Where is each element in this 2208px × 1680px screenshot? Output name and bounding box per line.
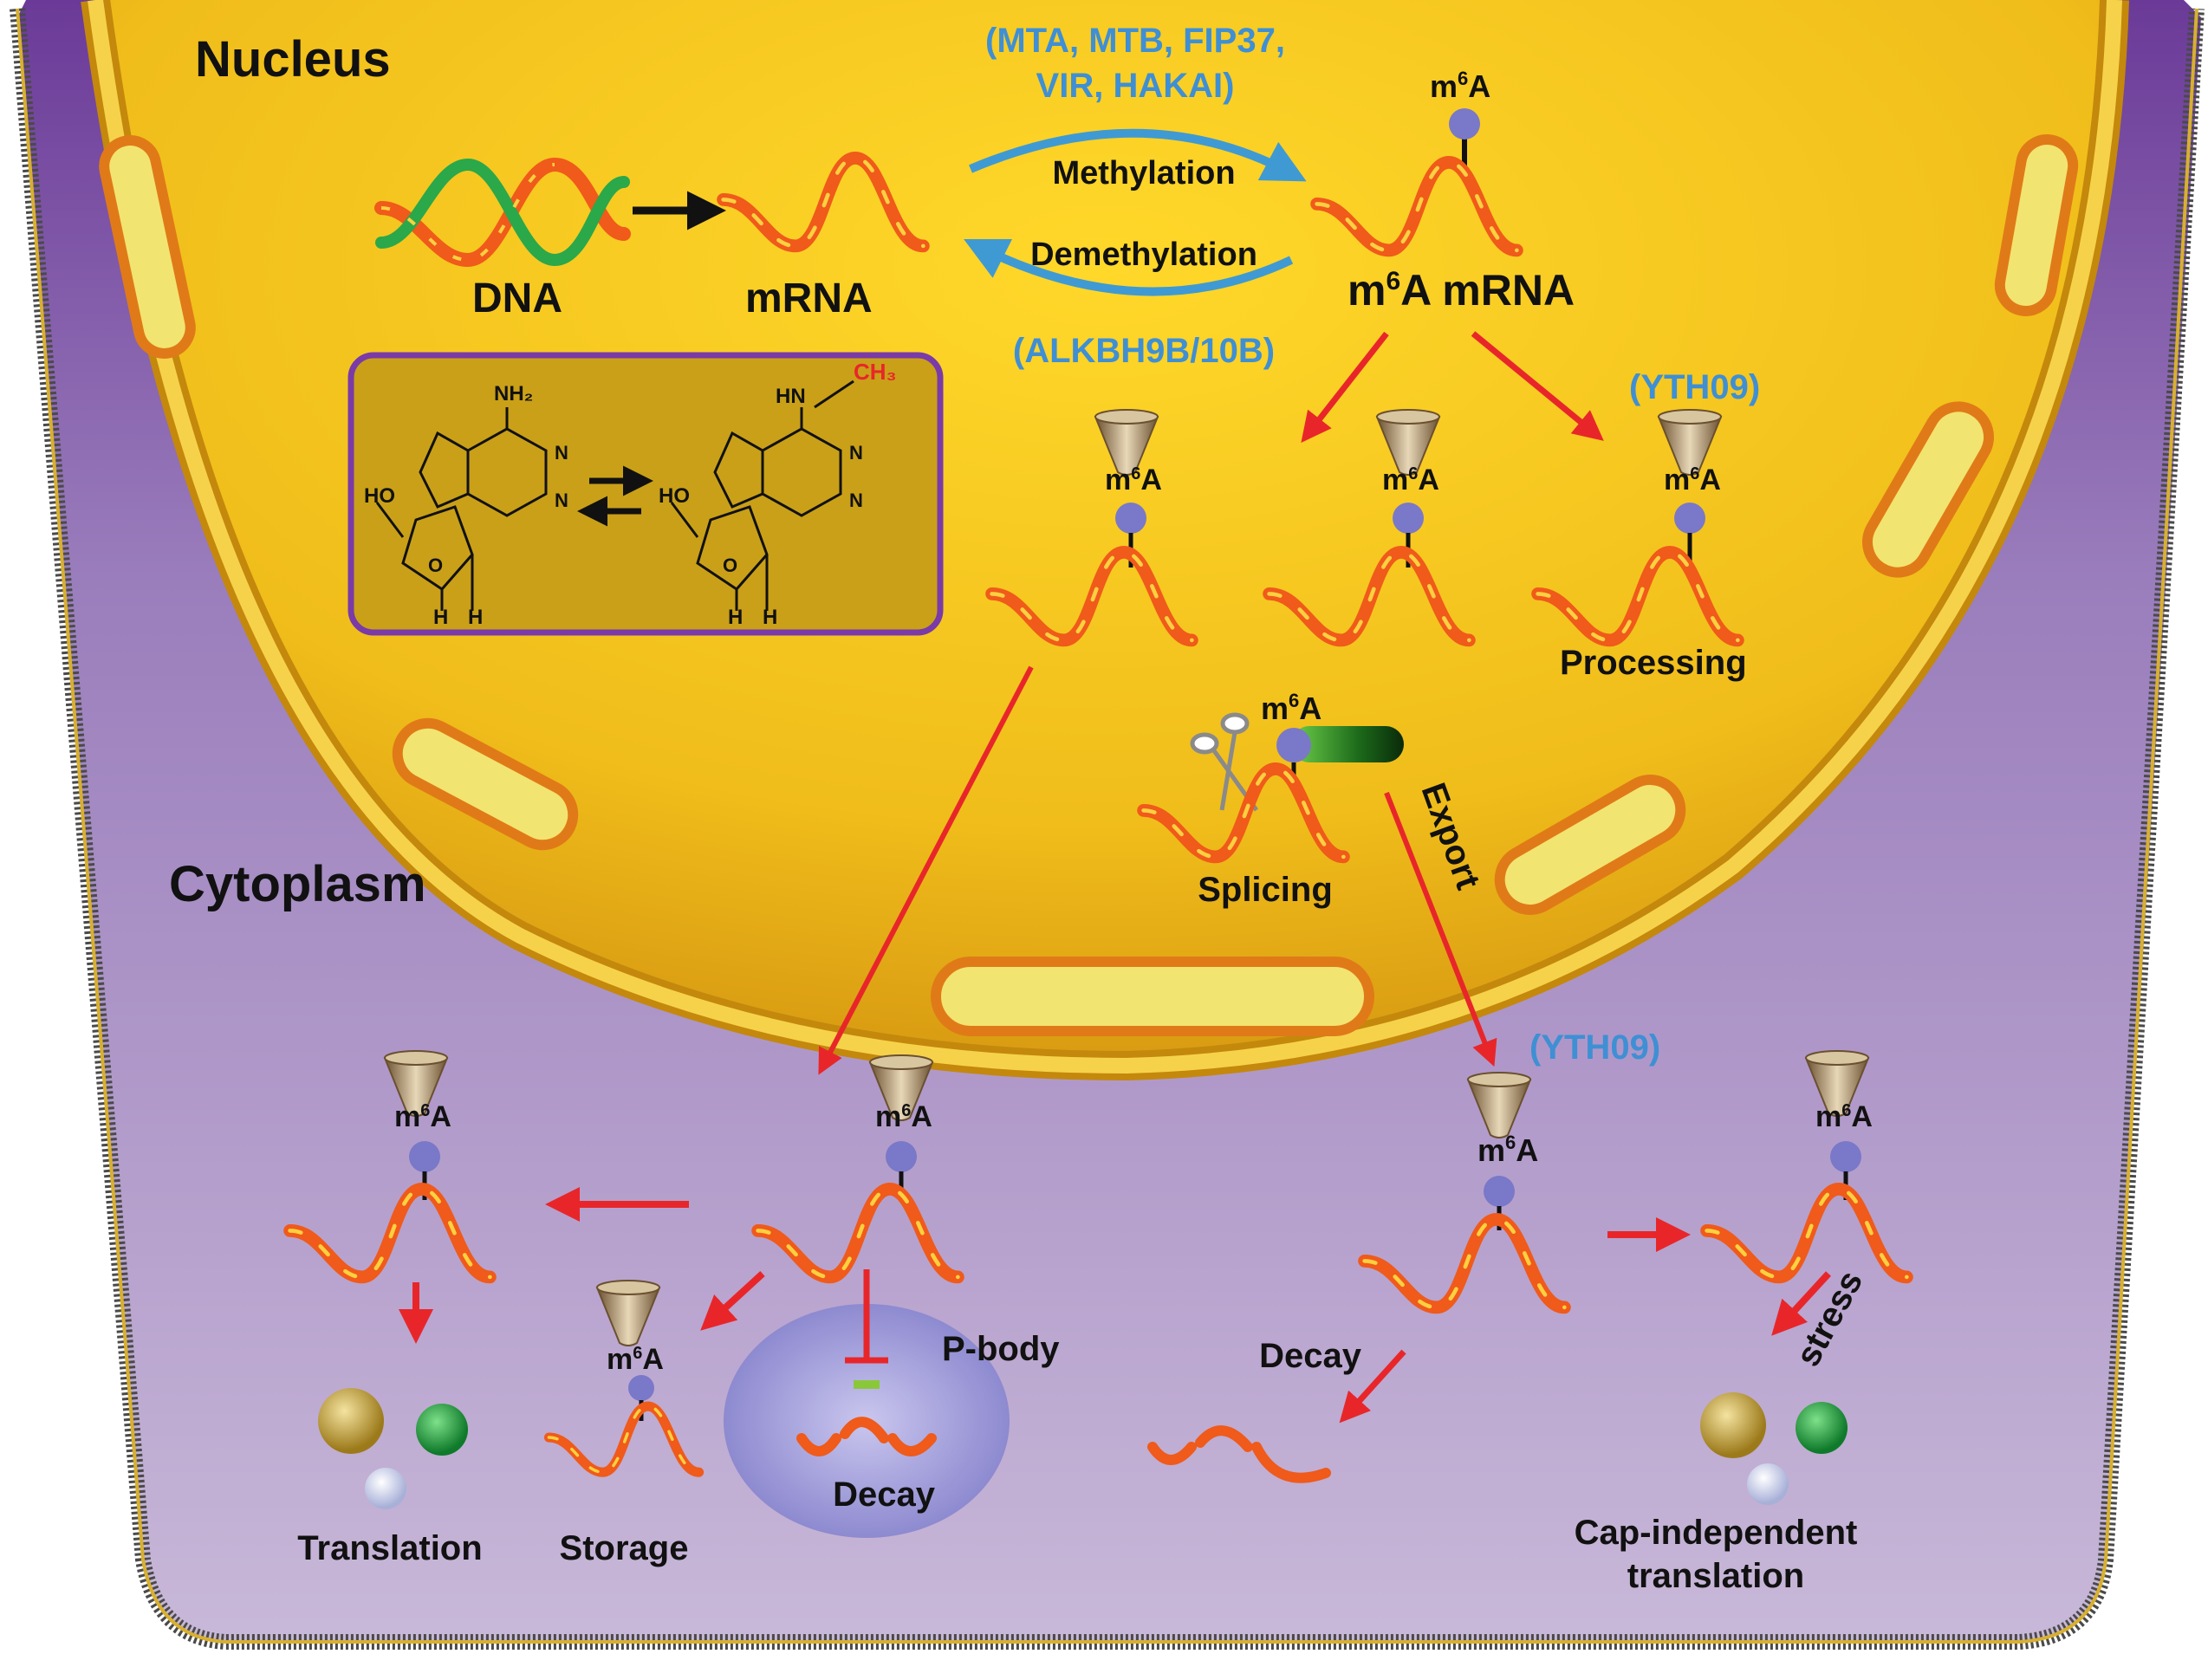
cyto-right-complex-1: m6A <box>1365 1072 1565 1307</box>
nucleus-label: Nucleus <box>195 31 391 88</box>
m6a-mrna-label: m6A mRNA <box>1348 266 1575 315</box>
pbody-decay-label: Decay <box>833 1476 936 1514</box>
svg-text:m6A: m6A <box>1477 1132 1538 1168</box>
chemistry-box: NH₂ HN CH₃ HO HO H H H H O O N N N N <box>347 352 944 636</box>
cyto-right-complex-2: m6A <box>1707 1050 1907 1277</box>
decay-label: Decay <box>1259 1337 1362 1375</box>
svg-text:m6A: m6A <box>1815 1100 1873 1133</box>
splicing-complex: m6A <box>1144 690 1404 857</box>
svg-text:m6A: m6A <box>1430 68 1490 104</box>
m6a-dot-icon <box>1115 503 1146 534</box>
demethylation-label: Demethylation <box>1030 237 1257 273</box>
cap-independent-label-2: translation <box>1627 1557 1804 1595</box>
svg-text:m6A: m6A <box>394 1100 451 1133</box>
splicing-label: Splicing <box>1198 871 1333 909</box>
svg-text:HN: HN <box>776 385 806 408</box>
writers-line1: (MTA, MTB, FIP37, <box>985 22 1285 60</box>
pbody-label: P-body <box>942 1330 1060 1368</box>
arrow-to-storage <box>700 1271 765 1331</box>
envelope-pores <box>99 134 2079 1036</box>
m6a-dot-icon <box>1830 1141 1861 1172</box>
nuclear-reader-label: (YTH09) <box>1629 368 1760 406</box>
svg-text:N: N <box>555 490 568 511</box>
nuclear-reader-complex-2: m6A <box>1270 409 1470 640</box>
arrow-to-left-reader <box>1301 331 1389 444</box>
arrow-nuclear-to-cytoplasm <box>818 665 1034 1075</box>
methylation-label: Methylation <box>1052 155 1235 191</box>
cytoplasm-reader-complex: m6A <box>758 1054 958 1277</box>
methylation-arrow <box>969 128 1307 182</box>
m6a-dot-icon <box>886 1141 917 1172</box>
svg-text:m6A: m6A <box>1105 464 1162 496</box>
arrow-export <box>1384 791 1497 1067</box>
svg-text:m6A: m6A <box>607 1343 664 1376</box>
cytoplasm-label: Cytoplasm <box>169 856 426 912</box>
cytoplasmic-reader-label: (YTH09) <box>1529 1028 1660 1067</box>
ch3-label: CH₃ <box>854 359 897 385</box>
m6a-mrna-top: m6A <box>1317 68 1517 250</box>
m6a-dot-icon <box>1393 503 1424 534</box>
processing-label: Processing <box>1560 644 1747 682</box>
svg-text:H: H <box>763 606 777 629</box>
m6a-dot-icon <box>628 1375 654 1401</box>
ribosome-icon <box>318 1388 468 1509</box>
svg-text:m6A: m6A <box>875 1100 932 1133</box>
dna-label: DNA <box>472 276 562 321</box>
svg-text:H: H <box>728 606 743 629</box>
svg-text:N: N <box>849 442 863 464</box>
cap-independent-label-1: Cap-independent <box>1575 1514 1858 1552</box>
dna-helix <box>374 157 631 268</box>
svg-text:O: O <box>723 555 737 576</box>
svg-text:HO: HO <box>364 484 395 508</box>
erasers-label: (ALKBH9B/10B) <box>1013 332 1275 370</box>
svg-text:m6A: m6A <box>1382 464 1439 496</box>
m6a-dot-icon <box>1484 1176 1515 1207</box>
demethylation-arrow <box>964 239 1294 296</box>
nuclear-reader-complex-1: m6A <box>992 409 1192 640</box>
svg-text:N: N <box>849 490 863 511</box>
svg-text:NH₂: NH₂ <box>494 382 533 405</box>
arrow-to-decay <box>1339 1349 1406 1424</box>
m6a-dot-icon <box>1449 108 1480 139</box>
mrna-label: mRNA <box>745 276 873 321</box>
m6a-dot-icon <box>1674 503 1705 534</box>
storage-complex: m6A <box>549 1280 698 1472</box>
degraded-mrna <box>1147 1425 1331 1483</box>
svg-text:HO: HO <box>659 484 690 508</box>
svg-text:m6A: m6A <box>1664 464 1721 496</box>
svg-text:H: H <box>468 606 483 629</box>
arrow-to-processing <box>1471 331 1604 441</box>
translation-complex: m6A <box>290 1050 490 1277</box>
m6a-dot-icon <box>409 1141 440 1172</box>
translation-label: Translation <box>297 1529 482 1567</box>
writers-line2: VIR, HAKAI) <box>1036 67 1235 105</box>
arrow-stress <box>1771 1271 1831 1336</box>
cap-independent-ribosome-icon <box>1700 1392 1848 1505</box>
svg-text:O: O <box>428 555 443 576</box>
nuclear-reader-complex-3: m6A <box>1538 409 1738 640</box>
export-receptor-icon <box>1291 726 1404 762</box>
svg-text:N: N <box>555 442 568 464</box>
storage-label: Storage <box>560 1529 689 1567</box>
svg-text:H: H <box>433 606 448 629</box>
m6a-dot-icon <box>1276 728 1311 762</box>
svg-text:m6A: m6A <box>1261 690 1322 726</box>
